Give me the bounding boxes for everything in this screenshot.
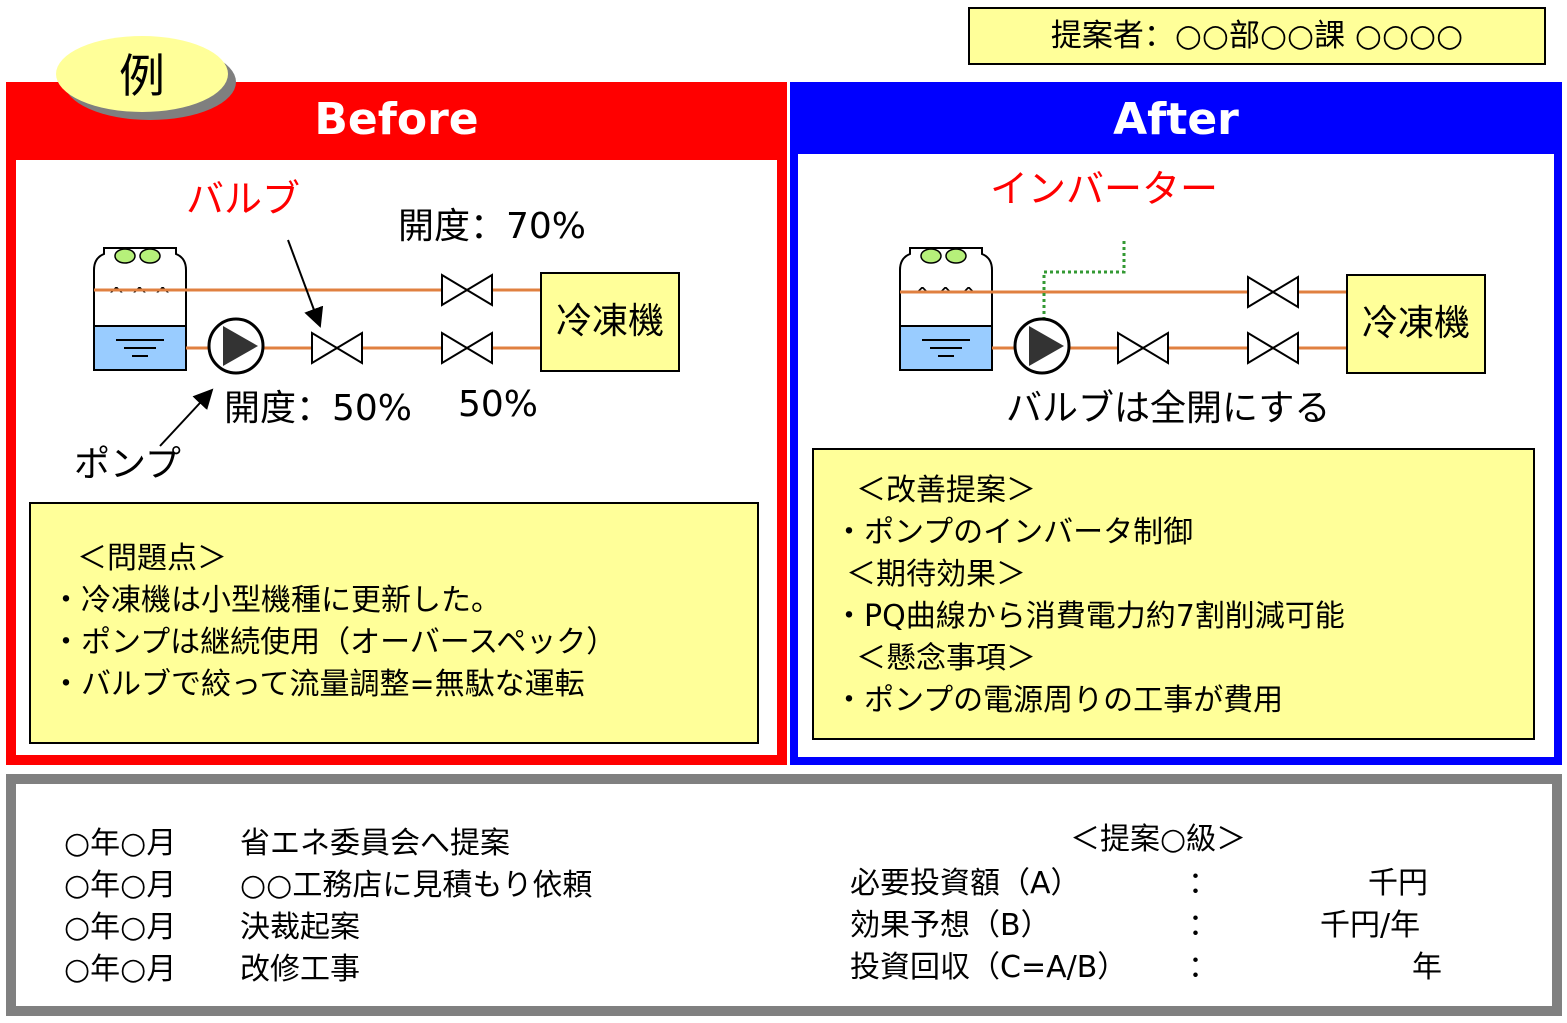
concern-line: ・ポンプの電源周りの工事が費用: [834, 683, 1284, 718]
inverter-label: インバーター: [990, 167, 1219, 211]
pump-icon: [1013, 317, 1071, 375]
summary-sep: ：: [1188, 866, 1218, 901]
pump-label: ポンプ: [74, 444, 181, 485]
example-badge: 例: [56, 36, 236, 120]
schedule-task: 省エネ委員会へ提案: [240, 826, 510, 861]
opening-top-label: 開度：70%: [398, 206, 587, 247]
cooling-tower-icon: ^ ^ ^: [899, 247, 993, 371]
after-diagram: ^ ^ ^: [899, 240, 1346, 375]
before-chiller: 冷凍機: [540, 272, 680, 372]
valve-label: バルブ: [186, 177, 301, 221]
after-title: After: [1113, 94, 1239, 145]
summary-sep: ：: [1188, 950, 1218, 985]
schedule-task: 決裁起案: [240, 910, 360, 945]
svg-text:^ ^ ^: ^ ^ ^: [108, 283, 171, 307]
concern-heading: ＜懸念事項＞: [856, 641, 1036, 676]
schedule-date: ○年○月: [64, 952, 177, 987]
proposal-line: ・ポンプのインバータ制御: [834, 515, 1194, 550]
opening-mid-label: 開度：50%: [224, 388, 413, 429]
proposal-notes: ＜改善提案＞ ・ポンプのインバータ制御 ＜期待効果＞ ・PQ曲線から消費電力約7…: [812, 448, 1535, 740]
summary-heading: ＜提案○級＞: [1070, 822, 1247, 857]
summary-label: 必要投資額（A）: [850, 866, 1081, 901]
before-title: Before: [314, 94, 479, 145]
proposer-box: 提案者：○○部○○課 ○○○○: [968, 7, 1546, 65]
schedule-task: ○○工務店に見積もり依頼: [240, 868, 593, 903]
problem-line: ・バルブで絞って流量調整=無駄な運転: [51, 667, 585, 702]
schedule-box: [6, 774, 1562, 1016]
summary-unit: 千円: [1368, 866, 1428, 901]
example-badge-text: 例: [119, 49, 165, 103]
proposer-text: 提案者：○○部○○課 ○○○○: [1050, 18, 1464, 54]
schedule-date: ○年○月: [64, 910, 177, 945]
valve-icon: [441, 331, 493, 365]
valve-icon: [441, 273, 493, 307]
summary-unit: 千円/年: [1320, 908, 1421, 943]
problem-line: ・冷凍機は小型機種に更新した。: [51, 583, 501, 618]
valve-icon: [1117, 331, 1169, 365]
inverter-line: [1042, 240, 1126, 320]
valve-icon: [1247, 275, 1299, 309]
cooling-tower-icon: ^ ^ ^: [93, 247, 187, 371]
summary-sep: ：: [1188, 908, 1218, 943]
problem-notes: ＜問題点＞ ・冷凍機は小型機種に更新した。 ・ポンプは継続使用（オーバースペック…: [29, 502, 759, 744]
valve-icon: [311, 331, 363, 365]
valve-note: バルブは全開にする: [1006, 388, 1331, 429]
schedule-task: 改修工事: [240, 952, 360, 987]
svg-text:^ ^ ^: ^ ^ ^: [914, 283, 977, 307]
schedule-date: ○年○月: [64, 868, 177, 903]
effect-line: ・PQ曲線から消費電力約7割削減可能: [834, 599, 1345, 634]
schedule-date: ○年○月: [64, 826, 177, 861]
summary-label: 効果予想（B）: [850, 908, 1051, 943]
valve-icon: [1247, 331, 1299, 365]
problem-line: ・ポンプは継続使用（オーバースペック）: [51, 625, 617, 660]
summary-unit: 年: [1412, 950, 1442, 985]
opening-right-label: 50%: [458, 384, 539, 425]
after-chiller: 冷凍機: [1346, 274, 1486, 374]
summary-label: 投資回収（C=A/B）: [850, 950, 1128, 985]
pump-icon: [207, 317, 265, 375]
proposal-heading: ＜改善提案＞: [856, 473, 1036, 508]
effect-heading: ＜期待効果＞: [846, 557, 1026, 592]
problem-heading: ＜問題点＞: [77, 541, 227, 576]
